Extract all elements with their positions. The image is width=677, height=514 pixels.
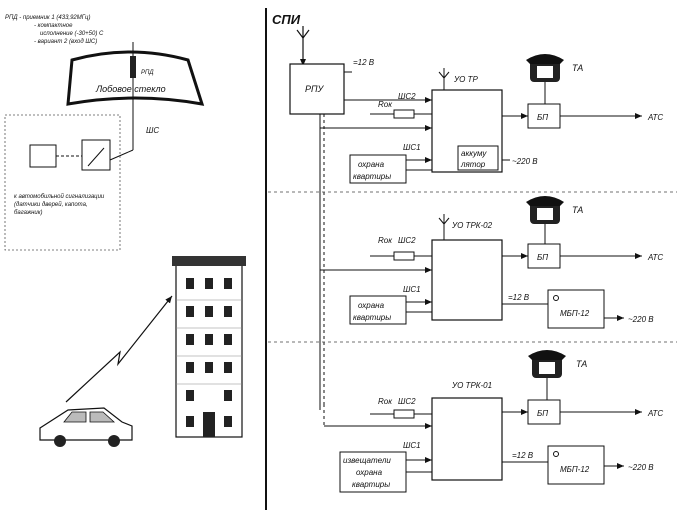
alarm-switch-block [81, 139, 111, 171]
bp-box [527, 399, 561, 425]
guard-line: квартиры [353, 313, 391, 322]
section-uo-trk-02: УО ТРК-02 Rок ШС2 ШС1 охрана квартиры =1… [320, 196, 663, 329]
mbp-label: МБП-12 [560, 465, 590, 474]
bp-label: БП [537, 253, 548, 262]
building-picture [172, 256, 246, 438]
guard-line: охрана [358, 160, 385, 169]
shs-label: ШС [146, 126, 159, 135]
shs2-label: ШС2 [398, 92, 416, 101]
telephone-icon [526, 54, 564, 82]
bp-label: БП [537, 409, 548, 418]
guard-line: квартиры [353, 172, 391, 181]
car-alarm-zone [4, 114, 121, 251]
note-line: - вариант 2 (вход ШС) [34, 39, 97, 45]
windshield-label: Лобовое стекло [95, 84, 166, 94]
section-uo-trk-01: УО ТРК-01 Rок ШС2 ШС1 извещатели охрана … [323, 350, 663, 493]
battery-box [457, 145, 499, 171]
rpu-power: =12 В [353, 58, 375, 67]
rpd-label: РПД [141, 70, 154, 76]
uo-label: УО ТРК-02 [451, 221, 493, 230]
shs2-label: ШС2 [398, 397, 416, 406]
battery-line: аккуму [461, 149, 487, 158]
shs1-label: ШС1 [403, 143, 421, 152]
guard-line: извещатели [343, 456, 391, 465]
telephone-icon [528, 350, 566, 378]
left-notes: РПД - приемник 1 (433,92МГц) - компактно… [5, 15, 104, 45]
resistor [393, 251, 415, 261]
bp-box [527, 103, 561, 129]
shs1-label: ШС1 [403, 441, 421, 450]
power-label: =12 В [508, 293, 530, 302]
mains-label: ~220 В [512, 157, 538, 166]
shs2-label: ШС2 [398, 236, 416, 245]
receiver-rpd: РПД [130, 42, 154, 78]
mbp-label: МБП-12 [560, 309, 590, 318]
uo-trk01-box [431, 397, 503, 481]
guard-box [349, 154, 407, 184]
rok-label: Rок [378, 397, 393, 406]
ats-label: АТС [647, 253, 663, 262]
spi-antenna [296, 26, 310, 60]
rok-label: Rок [378, 236, 393, 245]
uo-label: УО ТР [453, 75, 478, 84]
rpu-label: РПУ [305, 84, 325, 94]
battery-line: лятор [460, 160, 486, 169]
ats-label: АТС [647, 409, 663, 418]
shs1-label: ШС1 [403, 285, 421, 294]
guard-line: квартиры [352, 480, 390, 489]
guard-line: охрана [356, 468, 383, 477]
note-line: РПД - приемник 1 (433,92МГц) [5, 15, 90, 21]
uo-trk02-box [431, 239, 503, 321]
resistor [393, 409, 415, 419]
note-line: - компактное [34, 23, 73, 29]
section-uo-tr: УО ТР Rок ШС2 ШС1 охрана квартиры аккуму… [320, 54, 663, 184]
guard-box [349, 295, 407, 325]
mains-label: ~220 В [628, 463, 654, 472]
note-line: исполнение (-30+50) С [40, 31, 104, 37]
car-picture [39, 407, 133, 447]
spi-label: СПИ [272, 12, 301, 27]
guard-line: охрана [358, 301, 385, 310]
rok-label: Rок [378, 100, 393, 109]
radio-link-arrow [65, 295, 173, 403]
uo-antenna [438, 214, 450, 240]
ta-label: ТА [572, 205, 583, 215]
alarm-caption: к автомобильной сигнализации [14, 193, 105, 200]
uo-antenna [438, 68, 450, 90]
power-label: =12 В [512, 451, 534, 460]
rpu-box [289, 63, 345, 115]
ta-label: ТА [576, 359, 587, 369]
alarm-caption: (датчики дверей, капота, [14, 201, 88, 208]
telephone-icon [526, 196, 564, 224]
windshield-shape [66, 50, 205, 106]
resistor [393, 109, 415, 119]
bp-label: БП [537, 113, 548, 122]
mains-label: ~220 В [628, 315, 654, 324]
uo-label: УО ТРК-01 [451, 381, 492, 390]
alarm-block [29, 144, 57, 168]
alarm-caption: багажник) [14, 210, 43, 216]
ats-label: АТС [647, 113, 663, 122]
bp-box [527, 243, 561, 269]
ta-label: ТА [572, 63, 583, 73]
